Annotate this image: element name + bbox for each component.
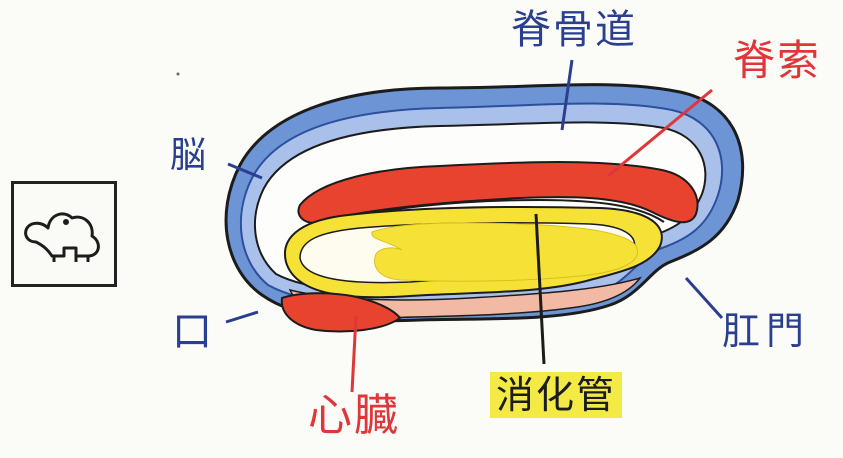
frog-icon <box>14 184 114 284</box>
label-spinal-cord: 脊索 <box>733 40 821 82</box>
label-spinal-canal: 脊骨道 <box>511 10 637 50</box>
yolk-mass <box>372 223 638 281</box>
speck <box>177 73 180 76</box>
label-brain: 脳 <box>170 138 208 174</box>
label-heart: 心臓 <box>308 394 400 438</box>
leader-mouth <box>226 312 258 322</box>
label-digestive-tract: 消化管 <box>490 372 622 418</box>
frog-icon-box <box>11 181 117 287</box>
label-mouth: 口 <box>172 312 214 352</box>
leader-anus <box>686 278 722 318</box>
label-anus: 肛門 <box>722 312 810 350</box>
